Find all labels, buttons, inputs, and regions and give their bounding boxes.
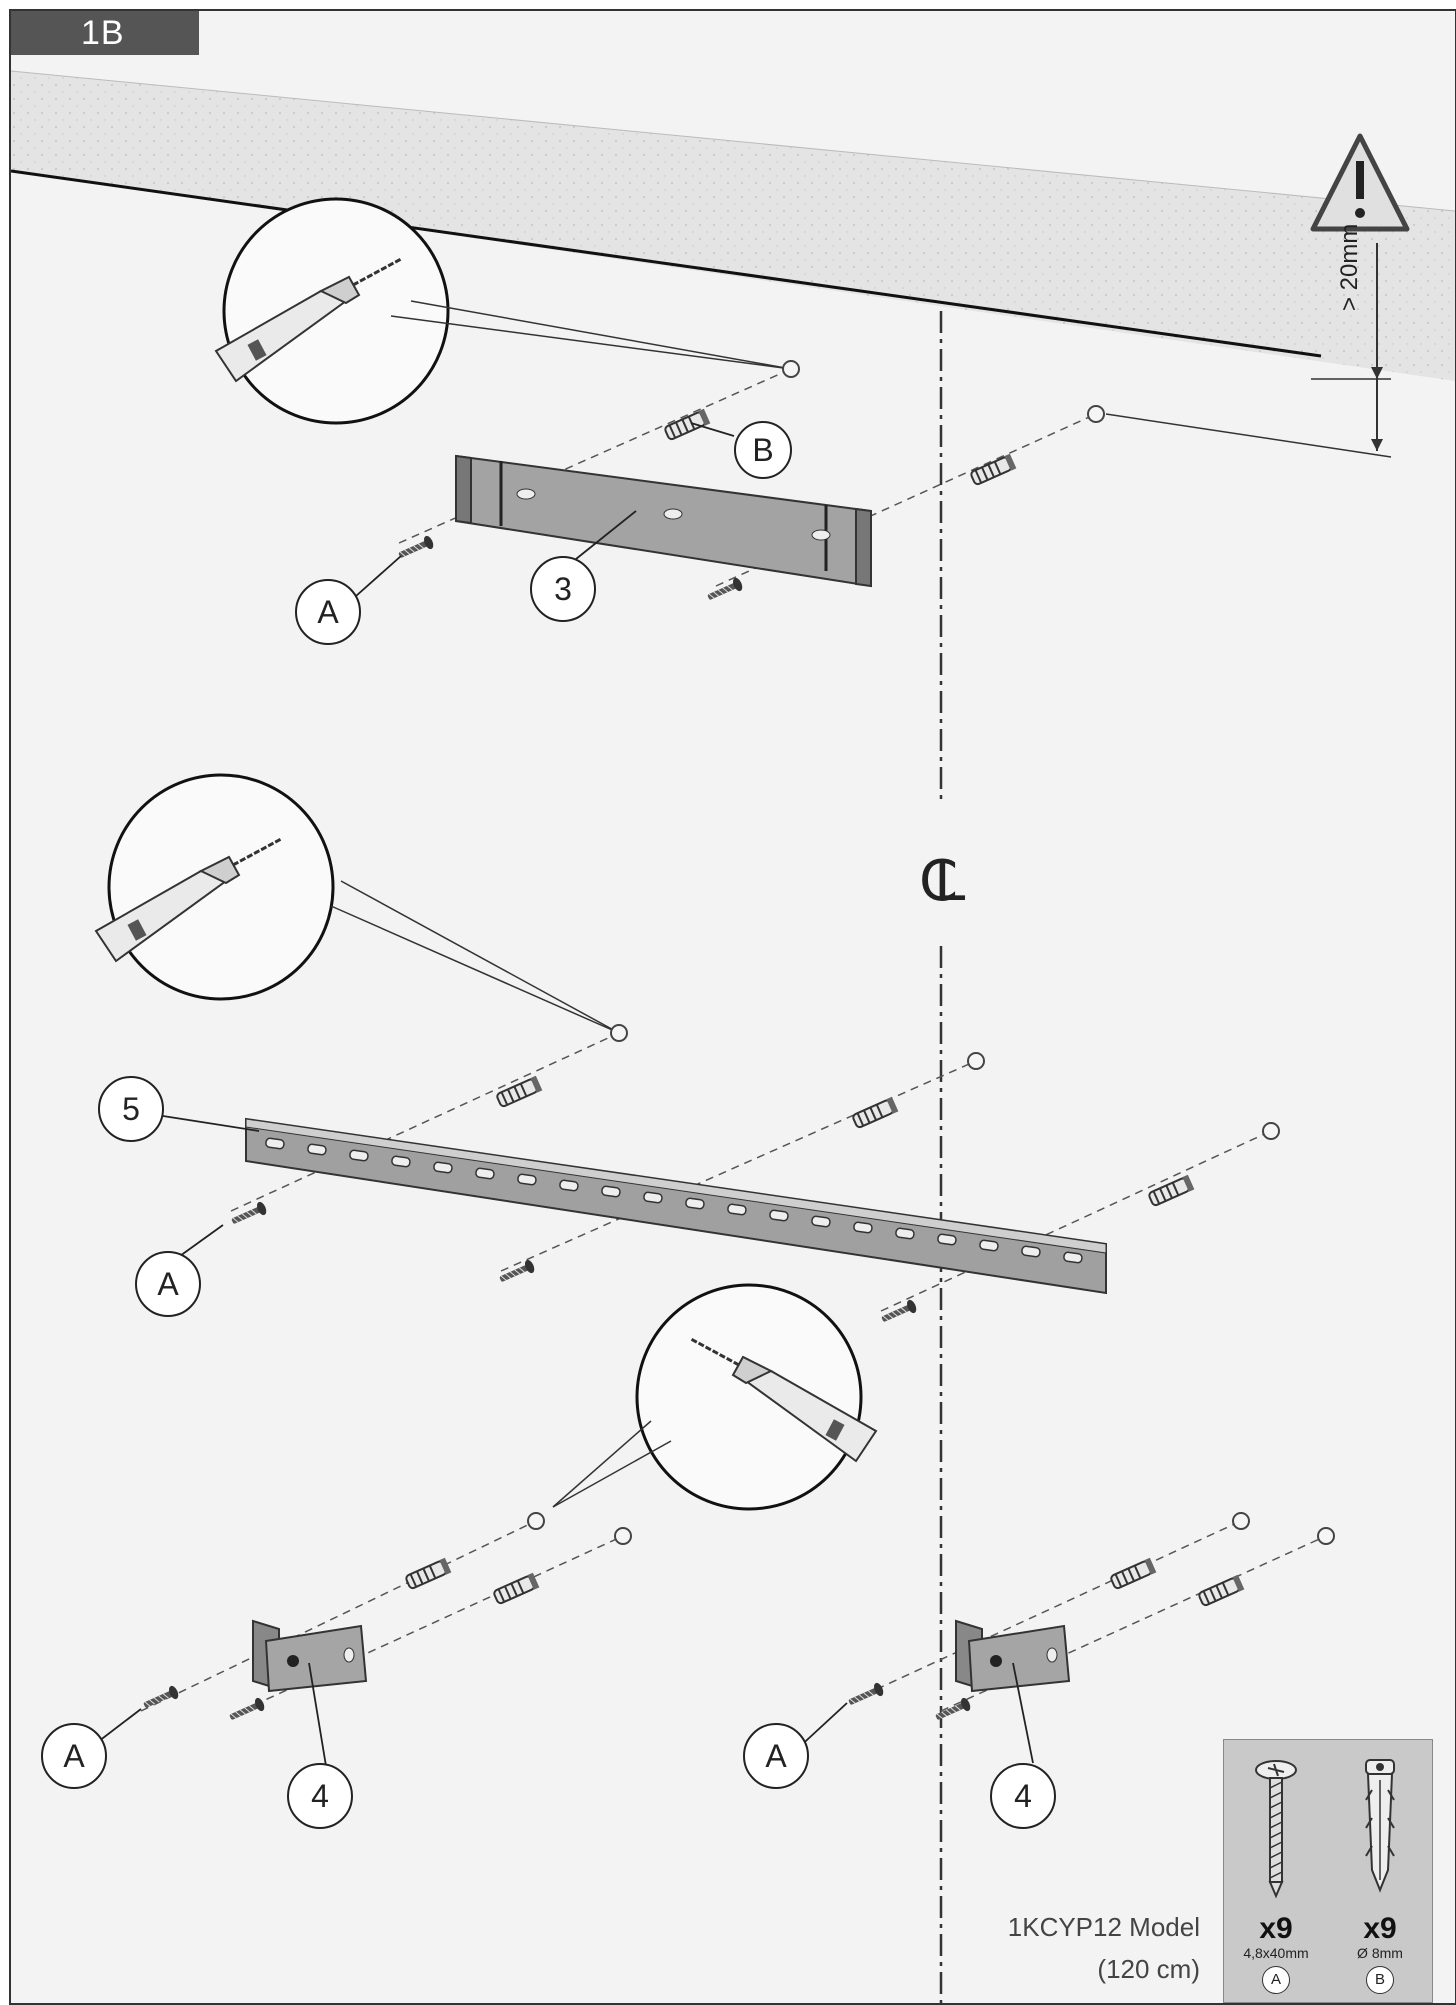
callout-B: B — [734, 421, 792, 479]
step-label: 1B — [11, 11, 199, 55]
centerline-symbol: CL — [919, 846, 969, 918]
hardware-screw-size: 4,8x40mm — [1243, 1945, 1309, 1961]
drill-magnifier-bottom — [552, 1283, 878, 1511]
warning-triangle-icon — [1310, 133, 1410, 232]
hardware-screw-letter: A — [1262, 1966, 1290, 1994]
screw-icon — [1255, 1760, 1297, 1899]
callout-5: 5 — [98, 1076, 164, 1142]
hardware-screw: x9 4,8x40mm A — [1224, 1740, 1328, 2002]
hardware-anchor: x9 Ø 8mm B — [1328, 1740, 1432, 2002]
callout-4-left: 4 — [287, 1763, 353, 1829]
guide-lines — [140, 368, 1327, 1712]
callout-A-bottom-left: A — [41, 1723, 107, 1789]
callout-4-right: 4 — [990, 1763, 1056, 1829]
leader-lines — [85, 422, 1034, 1767]
hardware-box: x9 4,8x40mm A x9 Ø 8mm B — [1223, 1739, 1433, 2003]
rail-part-5 — [245, 1117, 1107, 1295]
drill-magnifier-top — [214, 197, 792, 425]
clearance-dimension — [1105, 243, 1392, 458]
hardware-anchor-qty: x9 — [1363, 1912, 1397, 1945]
bracket-part-3 — [455, 454, 872, 588]
wall-anchor-icon — [1365, 1759, 1395, 1893]
model-info: 1KCYP12 Model (120 cm) — [1008, 1906, 1200, 1990]
callout-A-middle: A — [135, 1251, 201, 1317]
drill-holes — [527, 360, 1335, 1545]
model-name: 1KCYP12 Model — [1007, 1912, 1200, 1942]
hardware-anchor-size: Ø 8mm — [1357, 1945, 1403, 1961]
model-size: (120 cm) — [1097, 1954, 1200, 1984]
assembly-diagram — [11, 70, 1455, 2003]
centerline-symbol-text: CL — [919, 849, 966, 914]
callout-A-top: A — [295, 579, 361, 645]
clearance-label: > 20mm — [1336, 223, 1363, 311]
instruction-panel: 1B > 20mm CL B 3 A 5 A A 4 A 4 1KCYP12 M… — [9, 9, 1456, 2005]
callout-3: 3 — [530, 556, 596, 622]
ceiling — [11, 70, 1455, 381]
bracket-part-4-left — [252, 1619, 368, 1693]
hardware-screw-qty: x9 — [1259, 1912, 1293, 1945]
hardware-anchor-letter: B — [1366, 1966, 1394, 1994]
drill-magnifier-middle — [94, 773, 620, 1034]
bracket-part-4-right — [955, 1619, 1071, 1693]
callout-A-bottom-right: A — [743, 1723, 809, 1789]
